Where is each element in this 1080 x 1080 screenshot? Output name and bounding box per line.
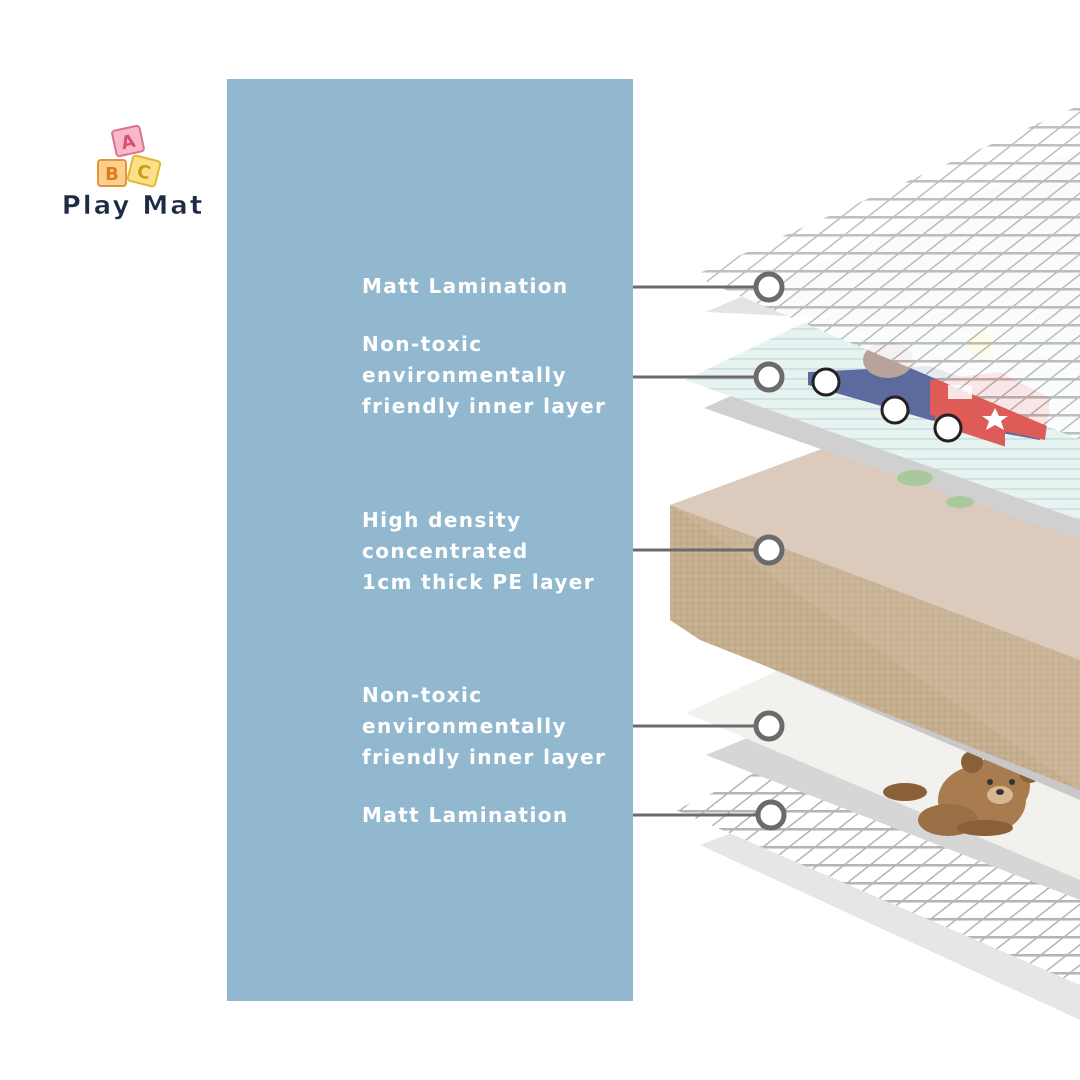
connector-ring-icon — [755, 799, 787, 831]
layer-label-pe-layer: High density concentrated 1cm thick PE l… — [362, 508, 596, 594]
block-b-letter: B — [105, 164, 119, 185]
connector-matt-lamination-bottom — [609, 799, 787, 831]
connector-ring-icon — [753, 361, 785, 393]
layer-label-inner-layer-bottom: Non-toxic environmentally friendly inner… — [362, 683, 607, 769]
connector-ring-icon — [753, 534, 785, 566]
foam-side-right — [670, 505, 1080, 790]
info-panel — [227, 79, 633, 1001]
layer-label-matt-lamination-top: Matt Lamination — [362, 274, 569, 298]
abc-blocks-icon: A B C — [97, 124, 162, 188]
block-c-letter: C — [135, 161, 153, 185]
layer-label-inner-layer-top: Non-toxic environmentally friendly inner… — [362, 332, 607, 418]
connector-ring-icon — [753, 710, 785, 742]
connector-ring-icon — [753, 271, 785, 303]
top-lamination-sheet — [693, 105, 1080, 440]
connector-pe-layer — [606, 534, 785, 566]
brand-name: Play Mat — [62, 191, 205, 221]
foam-front — [670, 505, 1080, 790]
layer-label-matt-lamination-bottom: Matt Lamination — [362, 803, 569, 827]
play-mat-logo: A B C Play Mat — [61, 124, 205, 221]
block-a-letter: A — [119, 131, 137, 154]
